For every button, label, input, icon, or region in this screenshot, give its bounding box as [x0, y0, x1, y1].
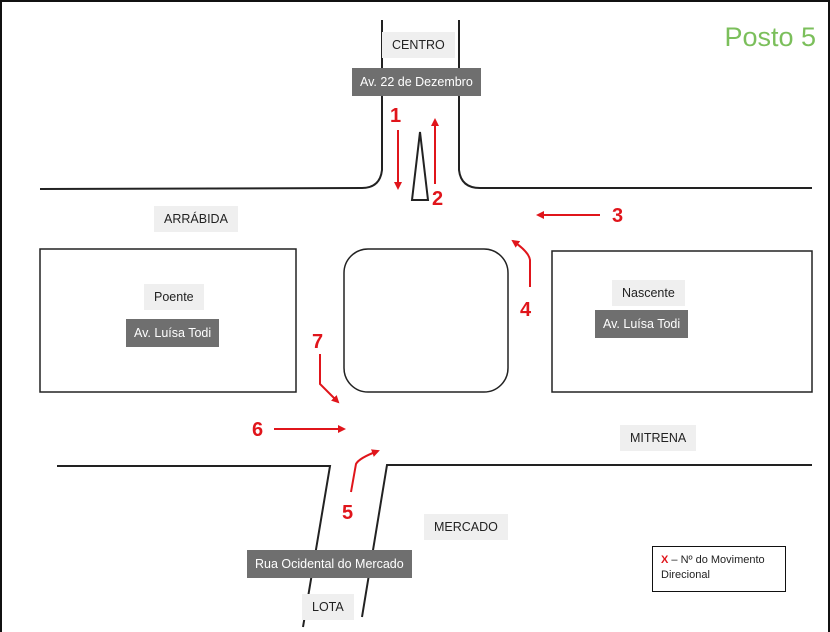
south-road-west-edge [57, 465, 332, 628]
south-road-east-edge [361, 464, 812, 618]
movement-3-number: 3 [612, 205, 623, 227]
label-nascente: Nascente [612, 280, 685, 306]
movement-4-arrow [511, 239, 531, 287]
movement-1-number: 1 [390, 105, 401, 127]
label-poente: Poente [144, 284, 204, 310]
label-av-luisa-todi-east: Av. Luísa Todi [595, 310, 689, 338]
movement-7-arrow [319, 354, 340, 404]
station-title: Posto 5 [724, 22, 816, 52]
label-av-22-de-dezembro: Av. 22 de Dezembro [352, 68, 481, 96]
legend-box: X – Nº do Movimento Direcional [652, 546, 786, 592]
movement-4-number: 4 [520, 299, 532, 321]
movement-5-arrow [350, 449, 380, 493]
movement-5-number: 5 [342, 502, 353, 524]
north-road-west-edge [39, 20, 383, 190]
label-av-luisa-todi-west: Av. Luísa Todi [126, 319, 220, 347]
movement-7-number: 7 [312, 331, 323, 353]
label-arrabida: ARRÁBIDA [154, 206, 238, 232]
legend-text: – Nº do Movimento Direcional [661, 554, 765, 581]
roundabout-island [343, 248, 509, 393]
north-road-east-edge [458, 20, 812, 189]
legend-symbol: X [661, 554, 669, 566]
label-mitrena: MITRENA [620, 425, 697, 451]
label-rua-ocidental-do-mercado: Rua Ocidental do Mercado [247, 550, 412, 578]
label-lota: LOTA [302, 594, 354, 620]
label-mercado: MERCADO [424, 514, 508, 540]
label-centro: CENTRO [382, 32, 455, 58]
median-island [410, 131, 430, 201]
movement-6-number: 6 [252, 419, 263, 441]
movement-2-number: 2 [432, 188, 443, 210]
